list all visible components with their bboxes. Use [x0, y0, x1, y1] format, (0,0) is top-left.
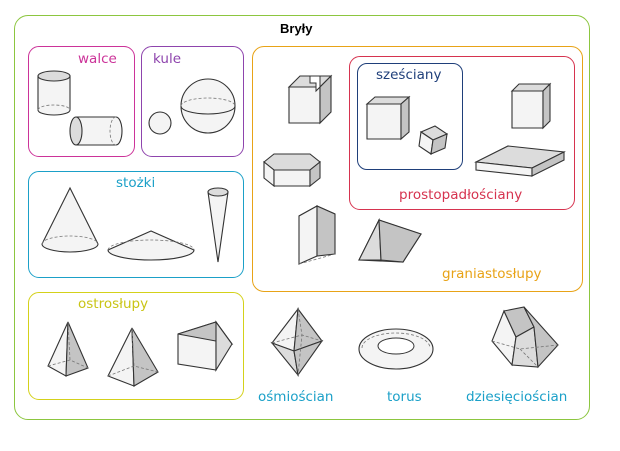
outer-frame: [14, 15, 590, 420]
label-kule: kule: [153, 51, 182, 67]
cube-tilted-icon: [415, 124, 451, 156]
decahedron-icon: [490, 305, 560, 371]
group-prostopadlosciany: [349, 56, 575, 210]
pyramid-triangular-icon: [104, 326, 162, 388]
group-kule: [141, 46, 244, 157]
octahedron-icon: [268, 307, 326, 377]
label-ostroslupy: ostrosłupy: [78, 296, 149, 312]
sphere-large-icon: [178, 76, 238, 136]
cube-icon: [364, 95, 412, 141]
group-ostroslupy: [28, 292, 244, 400]
label-torus: torus: [387, 389, 422, 405]
label-prostopadlosciany: prostopadłościany: [399, 187, 523, 203]
cube-notched-icon: [286, 73, 334, 125]
label-stozki: stożki: [116, 175, 156, 191]
diagram-title: Bryły: [280, 21, 313, 36]
cone-inverted-icon: [206, 186, 230, 264]
cylinder-lying-icon: [68, 114, 124, 148]
label-walce: walce: [78, 51, 117, 67]
cylinder-upright-icon: [36, 70, 72, 118]
hexagonal-prism-icon: [262, 152, 322, 188]
label-osmioscian: ośmiościan: [258, 389, 334, 405]
group-szesciany: [357, 63, 463, 170]
torus-icon: [357, 326, 435, 372]
pyramid-lying-icon: [176, 320, 234, 372]
sphere-small-icon: [147, 110, 173, 136]
group-stozki: [28, 171, 244, 278]
triangular-prism-lying-icon: [357, 216, 423, 264]
cone-upright-icon: [40, 186, 100, 254]
cone-flat-icon: [106, 228, 196, 262]
cuboid-tall-icon: [509, 82, 553, 130]
label-dziesiecioscian: dziesięciościan: [466, 389, 568, 405]
triangular-prism-upright-icon: [297, 204, 337, 266]
group-graniastoslupy: [252, 46, 583, 292]
label-graniastoslupy: graniastosłupy: [442, 266, 542, 282]
group-walce: [28, 46, 135, 157]
pyramid-square-icon: [46, 320, 90, 378]
cuboid-flat-icon: [474, 144, 566, 178]
label-szesciany: sześciany: [376, 67, 442, 83]
